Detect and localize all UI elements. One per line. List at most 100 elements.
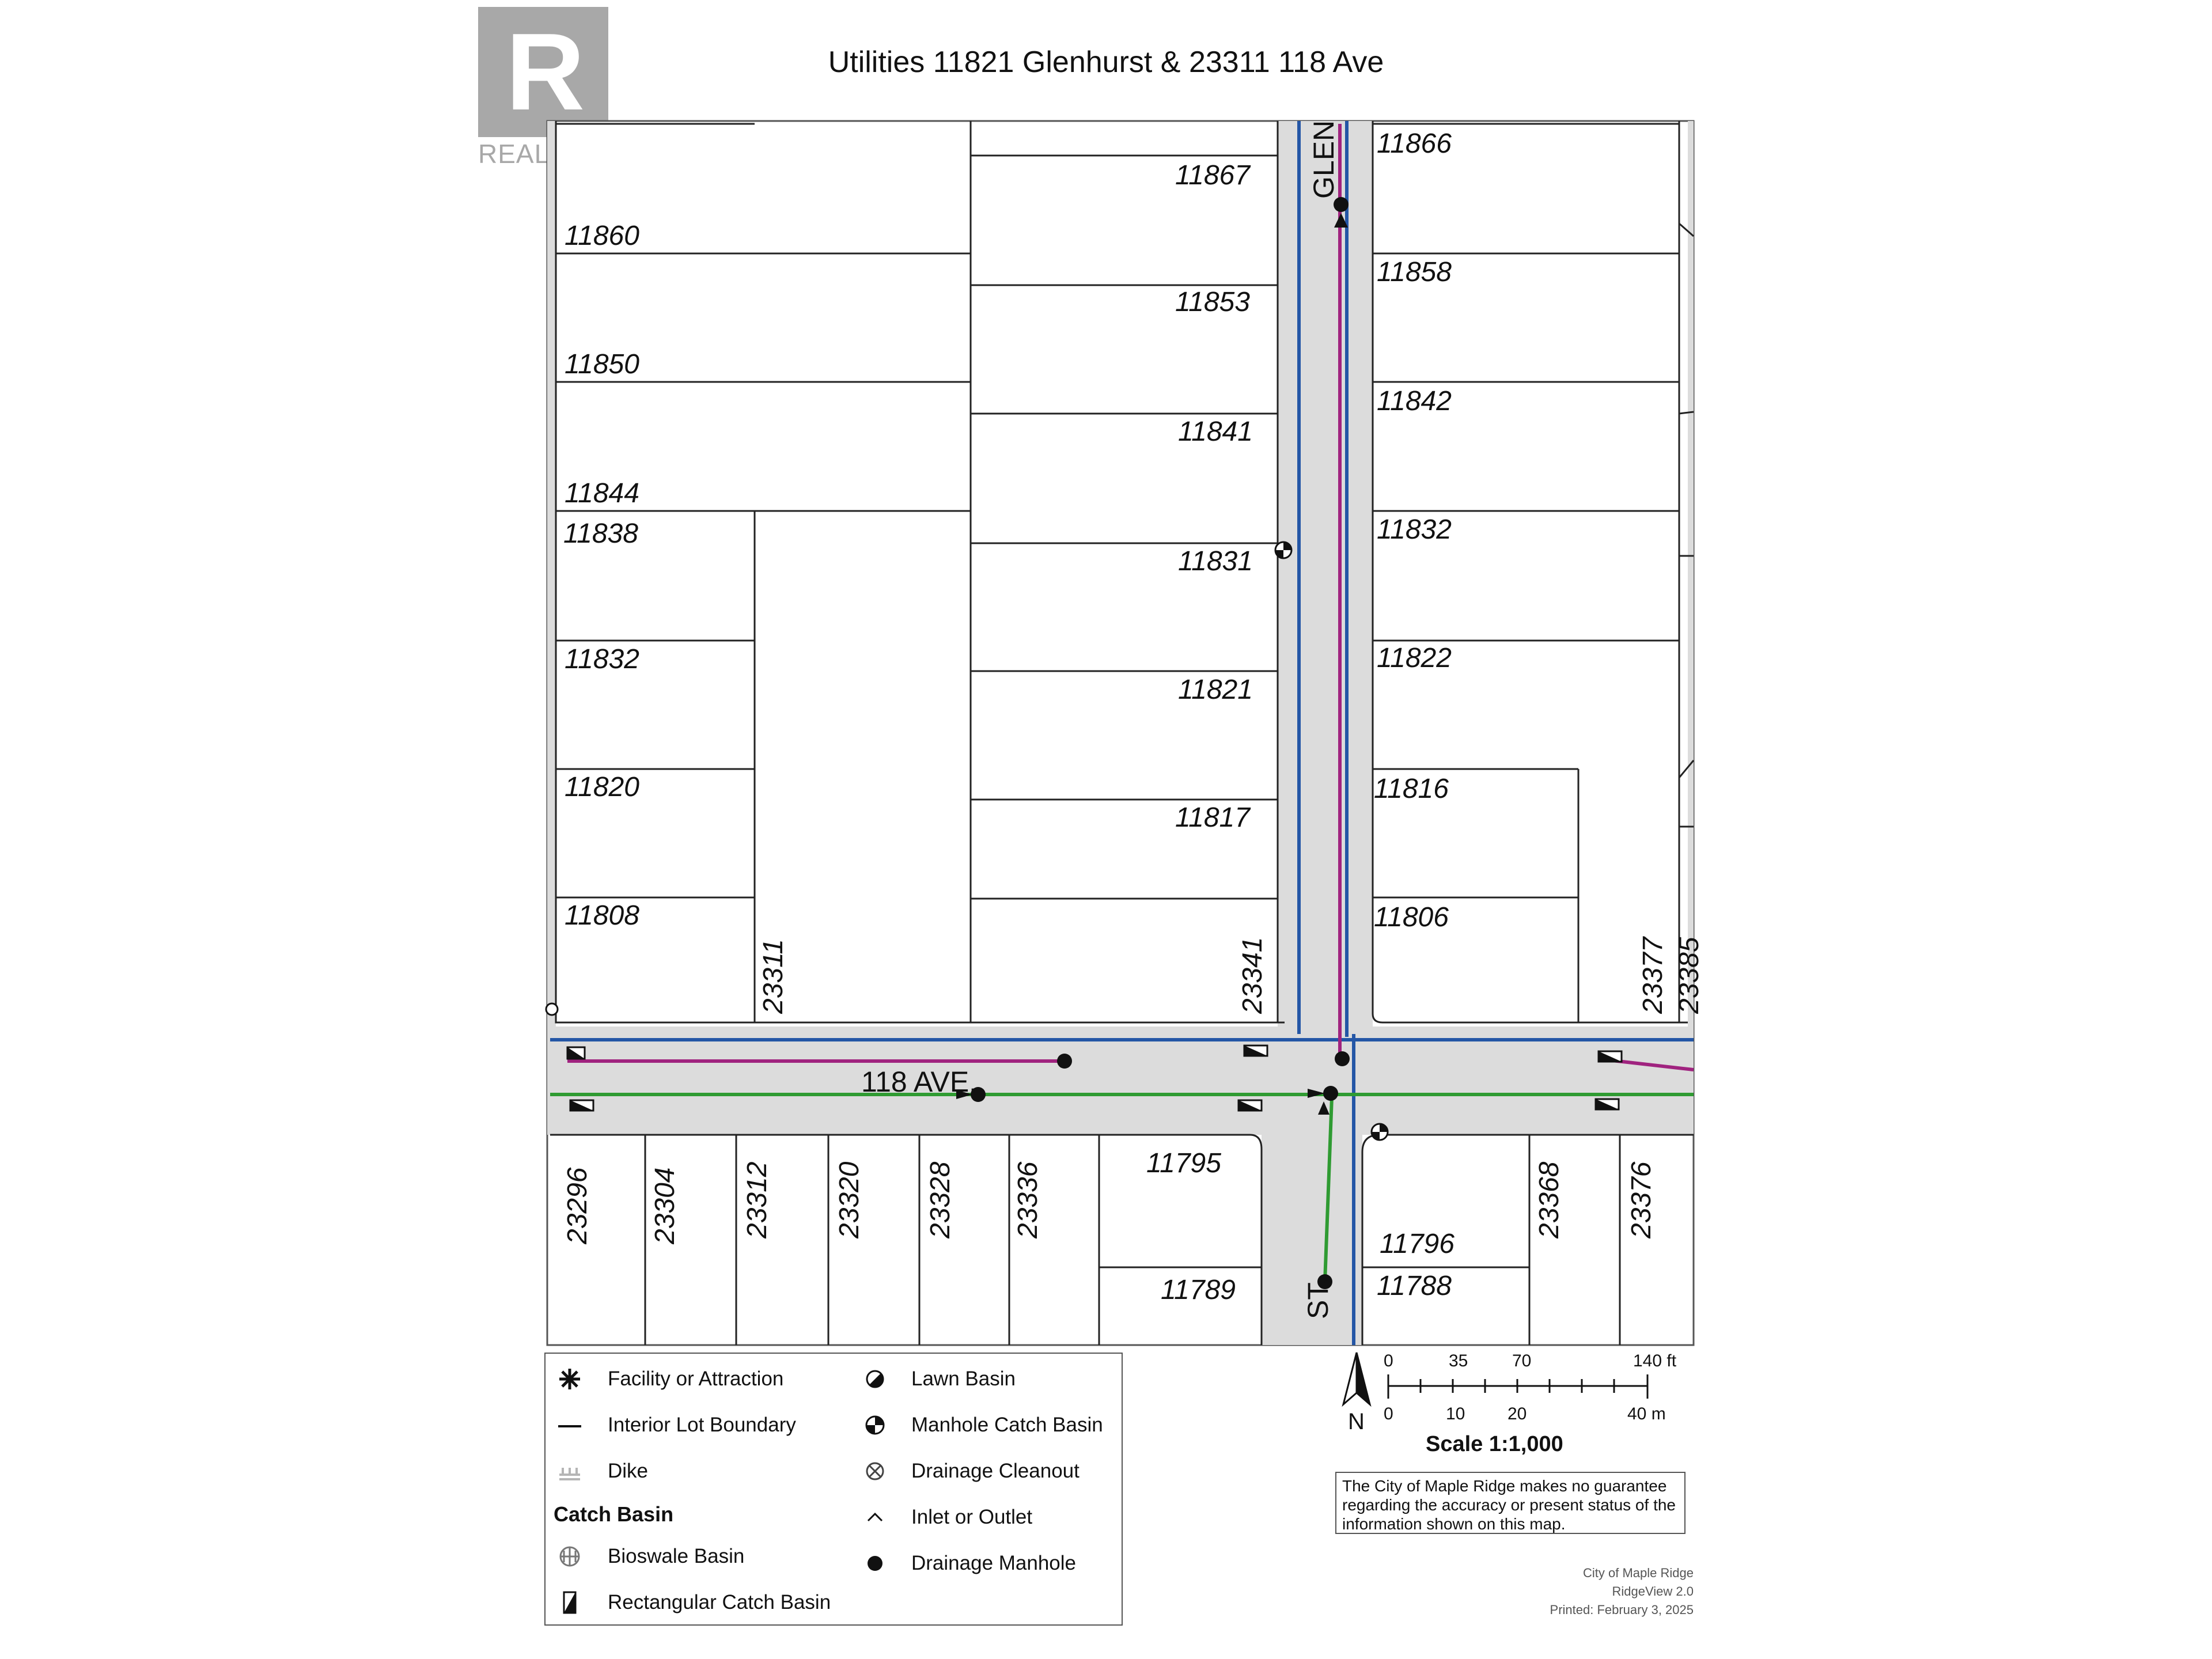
- rectangular-catch-basin-icon[interactable]: [569, 1099, 594, 1112]
- drainage-manhole-icon[interactable]: [1323, 1086, 1338, 1101]
- rectangular-catch-basin-icon[interactable]: [566, 1046, 586, 1060]
- rectangular-catch-basin-icon: [563, 1591, 577, 1614]
- scale-bar: N 0 35 70 140 ft 0 10 20 40 m Scale 1:1,…: [1336, 1341, 1694, 1468]
- scale-ft-tick: 70: [1512, 1351, 1532, 1370]
- utility-structures[interactable]: [545, 197, 1623, 1289]
- legend-label: Drainage Manhole: [911, 1552, 1077, 1574]
- lot-label: 11853: [1175, 287, 1250, 317]
- lot-label: 11858: [1377, 257, 1452, 287]
- credit-line: City of Maple Ridge: [1583, 1566, 1694, 1580]
- credit-line: Printed: February 3, 2025: [1550, 1603, 1694, 1617]
- lot-label: 11866: [1377, 128, 1452, 159]
- drainage-manhole-icon[interactable]: [1057, 1054, 1072, 1069]
- map-frame: [546, 120, 1695, 1346]
- lot-label: 11806: [1374, 902, 1449, 933]
- lawn-basin-icon: [866, 1370, 884, 1388]
- scale-m-tick: 0: [1384, 1404, 1393, 1423]
- lot-label: 11789: [1161, 1275, 1236, 1305]
- street-label-118-ave: 118 AVE.: [861, 1066, 977, 1098]
- water-mains: [550, 121, 1694, 1345]
- street-label-st: ST.: [1302, 1278, 1334, 1319]
- lot-label: 11796: [1380, 1229, 1455, 1259]
- road-118-ave: [547, 1027, 1694, 1135]
- drainage-manhole-icon[interactable]: [1334, 197, 1349, 212]
- lot-label: 11788: [1377, 1271, 1452, 1301]
- scale-graphic: [1342, 1352, 1649, 1407]
- road-left-verge: [547, 121, 556, 1031]
- lot-label: 11822: [1377, 643, 1452, 673]
- road-surfaces: [547, 121, 1694, 1345]
- manhole-catch-basin-icon[interactable]: [1370, 1123, 1389, 1141]
- legend-label: Bioswale Basin: [608, 1545, 745, 1567]
- realtor-logo-letter: R: [506, 11, 585, 133]
- north-arrow-icon: [1342, 1352, 1372, 1407]
- inlet-outlet-icon[interactable]: [545, 1002, 559, 1016]
- lot-label: 11816: [1374, 774, 1449, 804]
- credit-line: RidgeView 2.0: [1612, 1584, 1694, 1599]
- lot-lines-east: [1372, 121, 1695, 1024]
- lot-boundary-icon: [558, 1425, 581, 1427]
- lot-label: 11820: [565, 772, 639, 802]
- north-label: N: [1348, 1409, 1365, 1434]
- legend-label: Manhole Catch Basin: [911, 1414, 1103, 1436]
- lot-label: 11860: [565, 221, 639, 251]
- lot-label: 11841: [1178, 416, 1253, 447]
- flow-arrow-icon: [1318, 1101, 1330, 1115]
- road-glenhurst-south: [1262, 1129, 1362, 1345]
- legend-label: Facility or Attraction: [608, 1368, 784, 1390]
- drainage-manhole-icon[interactable]: [1317, 1274, 1332, 1289]
- legend-label: Lawn Basin: [911, 1368, 1016, 1390]
- map-title: Utilities 11821 Glenhurst & 23311 118 Av…: [828, 46, 1384, 79]
- legend-heading: Catch Basin: [554, 1502, 674, 1526]
- lot-label: 11795: [1146, 1148, 1221, 1179]
- lot-label: 23304: [650, 1168, 680, 1245]
- facility-icon: [559, 1369, 580, 1389]
- lot-boundaries: [550, 121, 1695, 1345]
- flow-arrow-icon: [1334, 213, 1348, 228]
- lot-lines-south-west: [550, 1134, 1263, 1345]
- rectangular-catch-basin-icon[interactable]: [1243, 1044, 1268, 1057]
- map-legend: Facility or Attraction Interior Lot Boun…: [544, 1353, 1123, 1626]
- lot-label: 11842: [1377, 386, 1452, 416]
- scale-m-tick: 10: [1446, 1404, 1465, 1423]
- scale-m-tick: 40 m: [1627, 1404, 1666, 1423]
- lot-label: 23385: [1674, 937, 1705, 1014]
- dike-icon: [559, 1468, 580, 1480]
- lot-label: 11832: [565, 644, 639, 675]
- scale-ratio: Scale 1:1,000: [1426, 1432, 1563, 1456]
- storm-main-glenhurst-south: [1323, 1097, 1334, 1282]
- lot-label: 23341: [1237, 937, 1268, 1014]
- manhole-catch-basin-icon[interactable]: [1274, 541, 1293, 559]
- flow-arrow-icon: [1308, 1089, 1325, 1098]
- drainage-cleanout-icon: [866, 1462, 884, 1480]
- drainage-manhole-icon: [868, 1556, 882, 1571]
- drainage-manhole-icon[interactable]: [1335, 1051, 1350, 1066]
- lot-lines-south-east: [1361, 1134, 1694, 1345]
- lot-label: 23312: [742, 1162, 772, 1239]
- lot-label: 23368: [1534, 1161, 1565, 1239]
- lot-label: 23296: [562, 1167, 593, 1245]
- drainage-manhole-icon[interactable]: [971, 1087, 986, 1102]
- lot-label: 11832: [1377, 514, 1452, 545]
- scale-m-tick: 20: [1508, 1404, 1527, 1423]
- lot-label: 11838: [563, 518, 638, 549]
- road-glenhurst-north: [1278, 121, 1373, 1031]
- inlet-outlet-icon: [867, 1512, 883, 1522]
- lot-labels: 11860 11850 11844 11838 11832 11820 1180…: [562, 128, 1705, 1305]
- rectangular-catch-basin-icon[interactable]: [1597, 1050, 1623, 1063]
- rectangular-catch-basin-icon[interactable]: [1237, 1099, 1263, 1112]
- lot-label: 23328: [925, 1161, 956, 1239]
- manhole-catch-basin-icon: [865, 1415, 885, 1435]
- lot-label: 23311: [758, 939, 789, 1014]
- rectangular-catch-basin-icon[interactable]: [1594, 1098, 1620, 1111]
- lot-label: 23336: [1013, 1161, 1043, 1239]
- legend-label: Drainage Cleanout: [911, 1460, 1080, 1482]
- lot-label: 23376: [1626, 1161, 1657, 1239]
- road-right-verge: [1688, 121, 1694, 1031]
- lot-label: 11821: [1178, 675, 1253, 705]
- lot-label: 23320: [834, 1161, 865, 1239]
- legend-label: Interior Lot Boundary: [608, 1414, 796, 1436]
- lot-label: 11831: [1178, 546, 1253, 577]
- lot-label: 11850: [565, 349, 639, 380]
